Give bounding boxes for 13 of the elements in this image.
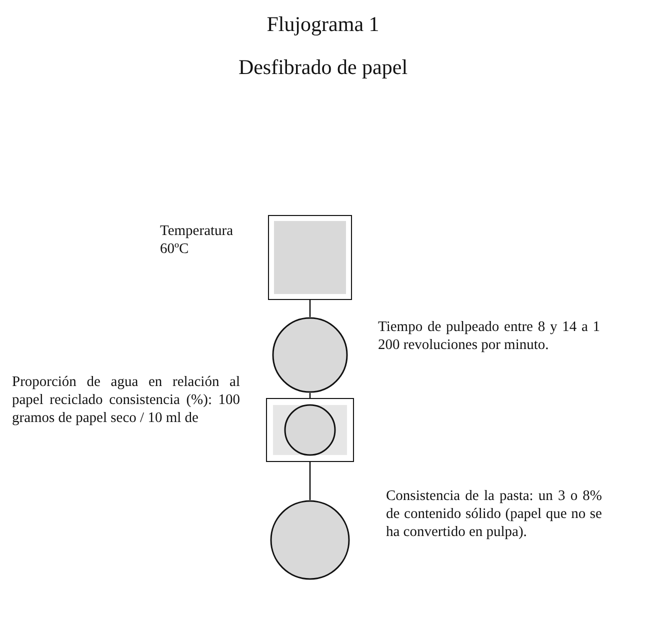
operation-circle (272, 317, 348, 393)
annotation-text: Tiempo de pulpeado entre 8 y 14 a 1 200 revoluciones por minuto. (378, 318, 600, 354)
connector-line (309, 300, 311, 317)
operation-circle (270, 500, 350, 580)
title: Flujograma 1 (266, 12, 380, 37)
connector-line (309, 462, 311, 500)
subtitle: Desfibrado de papel (238, 55, 408, 80)
process-box (266, 398, 354, 462)
annotation-text: Temperatura 60ºC (160, 222, 234, 258)
annotation-text: Consistencia de la pasta: un 3 o 8% de contenido sólido (papel que no se ha convertido en pulpa). (386, 487, 602, 541)
process-box (268, 215, 352, 300)
annotation-text: Proporción de agua en relación al papel reciclado consistencia (%): 100 gramos de papel seco / 10 ml de (12, 373, 240, 427)
operation-circle (284, 404, 336, 456)
